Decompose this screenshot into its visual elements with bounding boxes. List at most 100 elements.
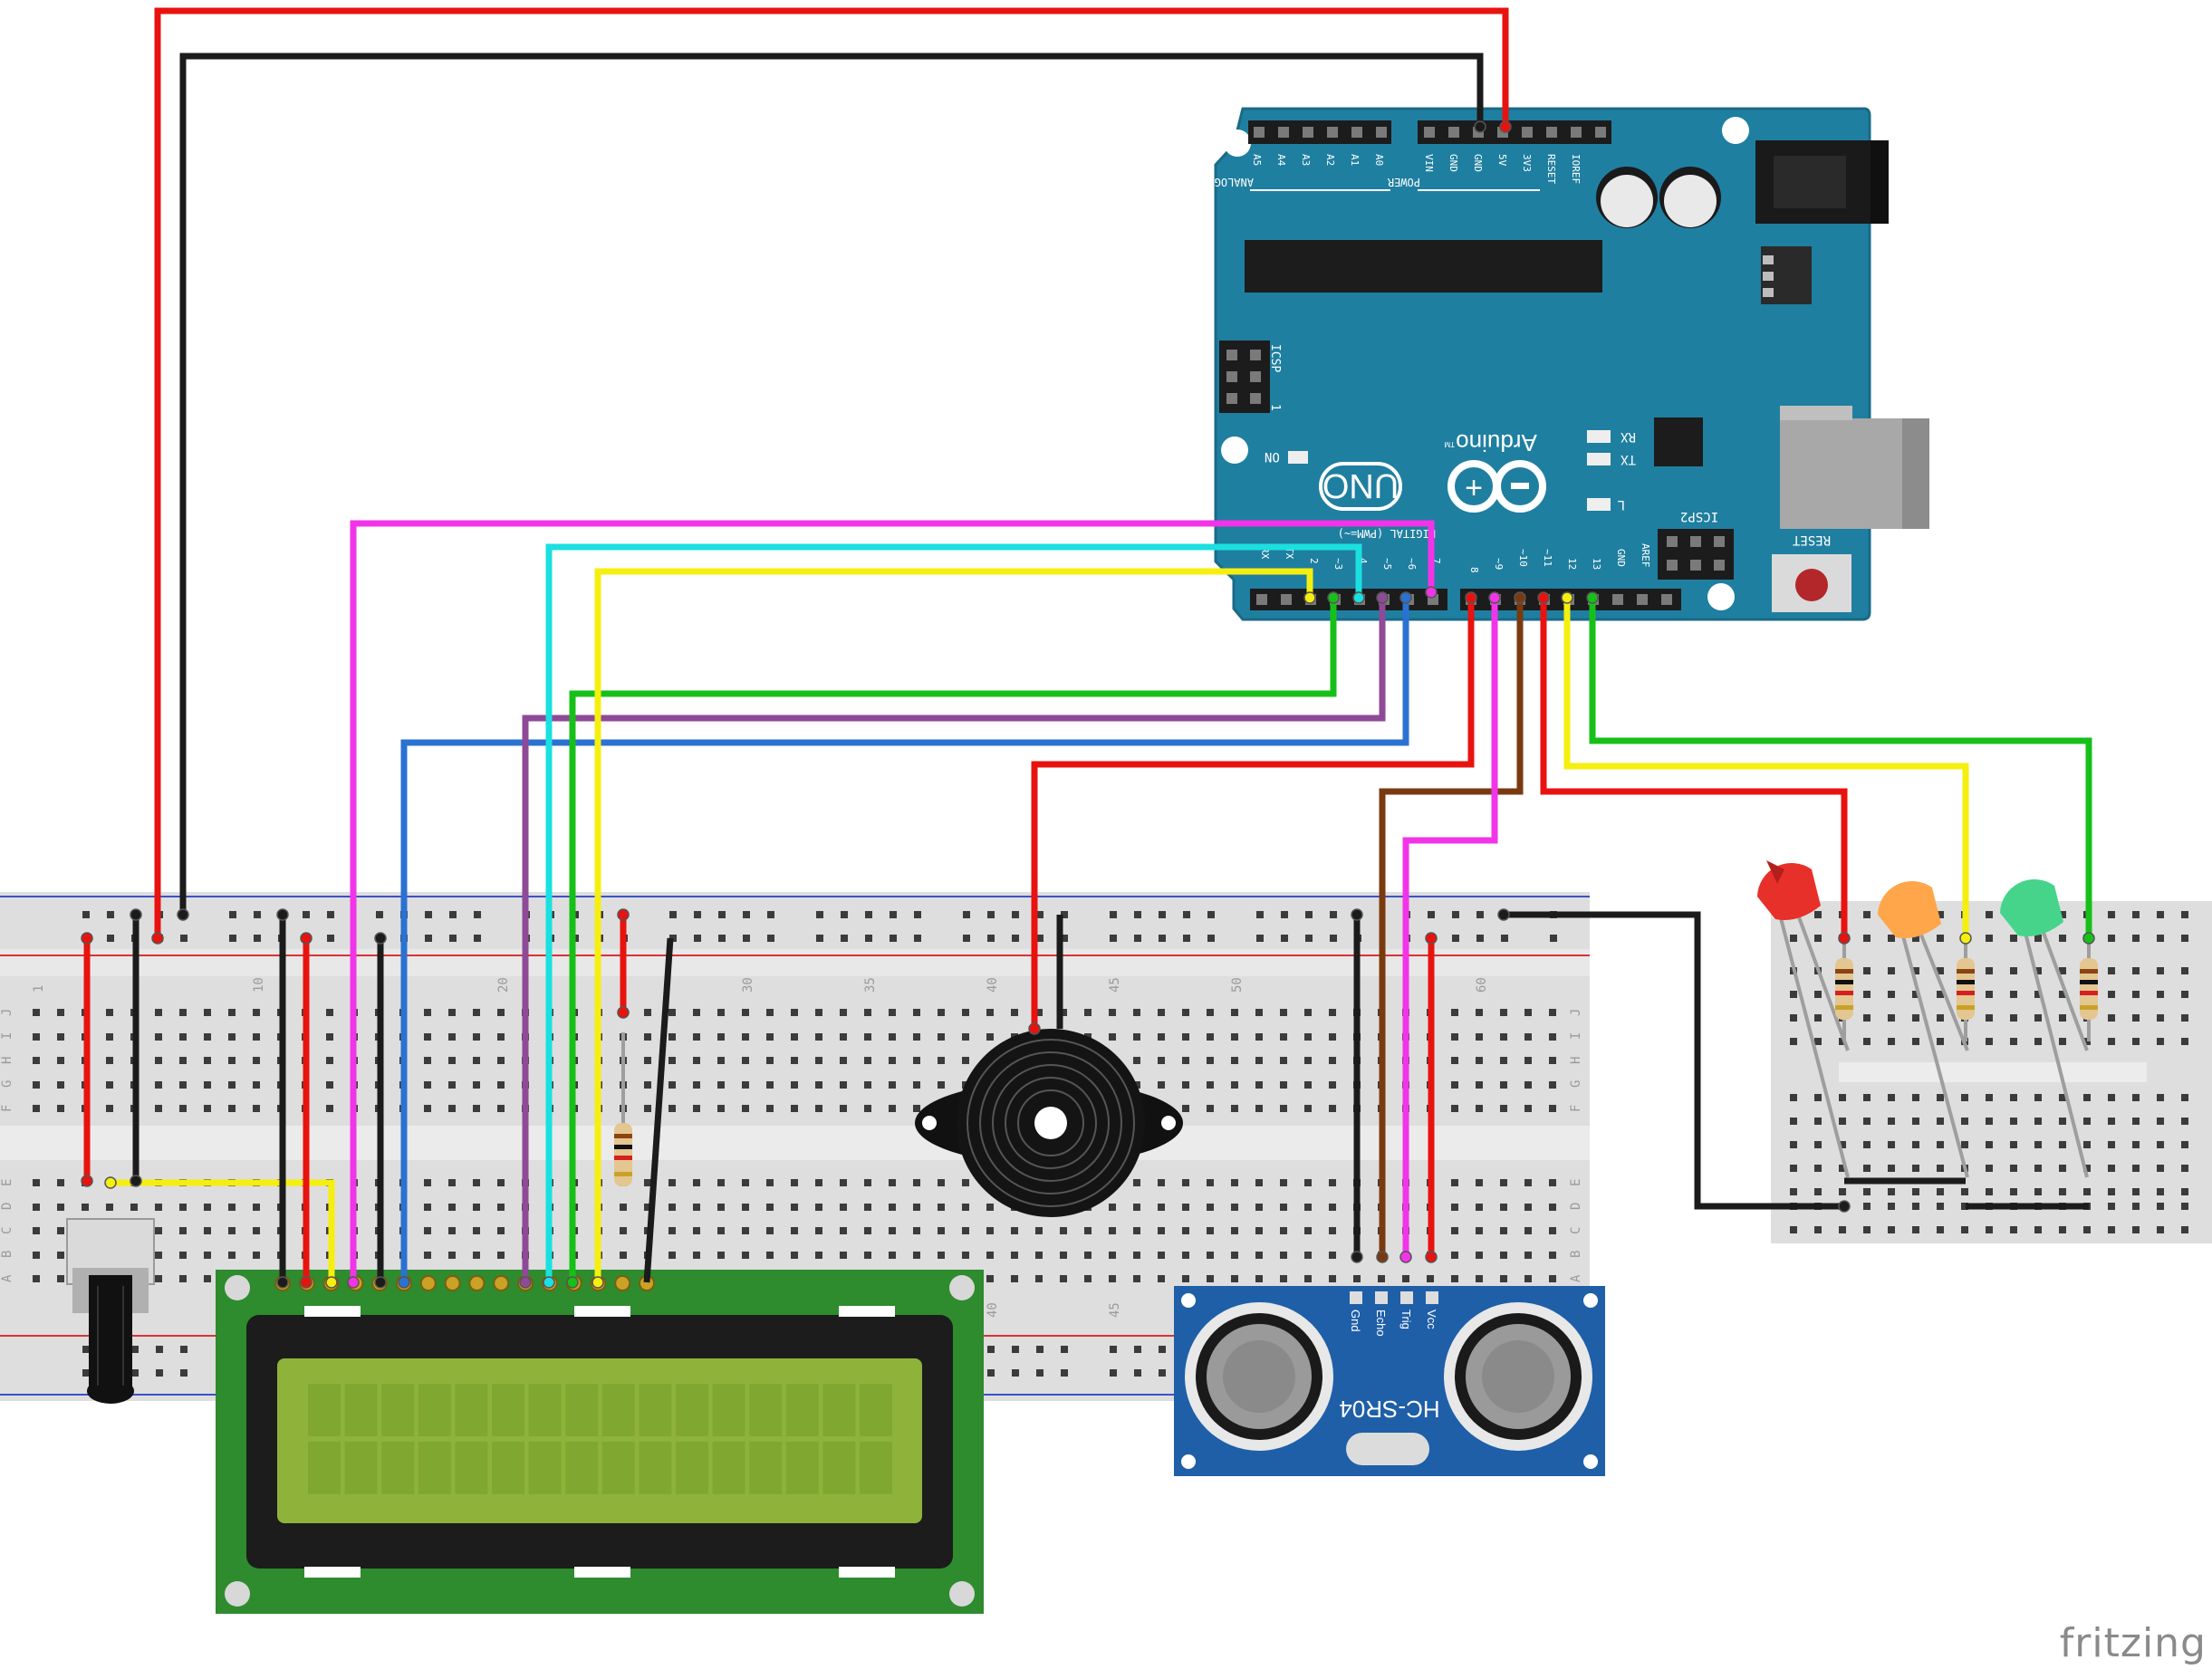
breadboard-hole (864, 1227, 871, 1234)
breadboard-hole (840, 1009, 847, 1016)
rail-hole (1888, 1203, 1895, 1210)
rail-hole (2059, 1226, 2066, 1233)
breadboard-hole (1035, 1009, 1043, 1016)
breadboard-hole (1500, 1252, 1507, 1259)
lcd-mounting-hole (225, 1581, 250, 1607)
row-label: A (1569, 1274, 1583, 1282)
breadboard-center-channel (0, 1126, 1590, 1160)
rail-hole (816, 911, 823, 918)
wire-end (1376, 1251, 1389, 1263)
lcd-cell (860, 1442, 892, 1494)
breadboard-hole (2108, 991, 2115, 998)
breadboard-hole (1500, 1057, 1507, 1064)
header-pin (1254, 127, 1265, 138)
breadboard-hole (2157, 1038, 2164, 1045)
breadboard-hole (253, 1227, 260, 1234)
column-number: 10 (252, 977, 266, 993)
logo-minus (1511, 483, 1529, 489)
rail-hole (180, 1346, 188, 1353)
breadboard-hole (204, 1105, 211, 1112)
breadboard-hole (57, 1057, 64, 1064)
breadboard-hole (473, 1009, 480, 1016)
power-header-labels: VIN GND GND 5V 3V3 RESET IOREF (1423, 154, 1582, 184)
breadboard-hole (2157, 991, 2164, 998)
rail-hole (1863, 935, 1871, 942)
rail-hole (2157, 935, 2164, 942)
breadboard-hole (204, 1227, 211, 1234)
breadboard-hole (644, 1009, 651, 1016)
breadboard-hole (644, 1179, 651, 1186)
breadboard-hole (668, 1057, 676, 1064)
breadboard-hole (155, 1204, 162, 1211)
rail-hole (743, 935, 750, 942)
breadboard-hole (1353, 1275, 1361, 1282)
wire-lcd-d6-green (569, 598, 1337, 1282)
breadboard-hole (497, 1204, 505, 1211)
resistor-band (1835, 991, 1853, 995)
rail-hole (2108, 911, 2115, 918)
rail-hole (2108, 935, 2115, 942)
breadboard-hole (1158, 1204, 1165, 1211)
breadboard-hole (938, 1227, 945, 1234)
jumper-wires (81, 7, 2095, 1289)
wire-end (617, 1006, 630, 1019)
wire-led-orange-yellow (1563, 598, 1969, 938)
lcd-cell (455, 1384, 488, 1436)
breadboard-hole (1912, 1094, 1919, 1101)
rail-hole (1207, 935, 1215, 942)
breadboard-hole (424, 1179, 431, 1186)
breadboard-hole (57, 1227, 64, 1234)
wire-end (1474, 120, 1486, 133)
wire-end (1497, 908, 1510, 921)
breadboard-hole (1814, 1014, 1822, 1022)
breadboard-hole (2108, 967, 2115, 974)
breadboard-hole (155, 1057, 162, 1064)
analog-in-label: ANALOG IN (1195, 176, 1254, 188)
rail-hole (156, 1369, 163, 1377)
breadboard-hole (1814, 1188, 1822, 1195)
pin-label-d9: ~9 (1493, 558, 1505, 570)
lcd-cell (749, 1442, 783, 1494)
breadboard-hole (1060, 1009, 1067, 1016)
breadboard-hole (1329, 1227, 1336, 1234)
breadboard-hole (2132, 1094, 2140, 1101)
breadboard-hole (1207, 1204, 1214, 1211)
breadboard-hole (2181, 1038, 2188, 1045)
breadboard-hole (1814, 1038, 1822, 1045)
breadboard-hole (1060, 1252, 1067, 1259)
rail-hole (1036, 1346, 1043, 1353)
wire-end (1499, 120, 1512, 133)
rail-hole (425, 935, 432, 942)
breadboard-hole (1011, 1252, 1018, 1259)
breadboard-hole (2059, 1038, 2066, 1045)
resistor-band (2080, 980, 2098, 984)
reset-button[interactable] (1795, 569, 1828, 601)
breadboard-hole (1888, 1038, 1895, 1045)
crystal-oscillator (1346, 1433, 1429, 1465)
row-label: B (0, 1251, 14, 1258)
sensor-label-gnd: Gnd (1349, 1310, 1362, 1332)
wire-end (1465, 591, 1477, 604)
breadboard-hole (1986, 1141, 1993, 1148)
breadboard-hole (938, 1033, 945, 1041)
lcd-cell (822, 1442, 856, 1494)
breadboard-hole (1500, 1275, 1507, 1282)
header-pin (1637, 594, 1648, 605)
lcd-cell (639, 1384, 672, 1436)
breadboard-hole (1451, 1275, 1458, 1282)
breadboard-hole (57, 1179, 64, 1186)
lcd-cell (308, 1442, 341, 1494)
breadboard-hole (326, 1105, 333, 1112)
breadboard-hole (253, 1252, 260, 1259)
breadboard-hole (1280, 1009, 1287, 1016)
led-red (1757, 860, 1850, 1178)
row-label: E (1569, 1179, 1583, 1186)
breadboard-hole (1549, 1179, 1556, 1186)
wire-end (1959, 932, 1972, 945)
buzzer-center-hole (1034, 1107, 1067, 1139)
breadboard-hole (33, 1009, 40, 1016)
wire-sensor-echo-brown (1379, 598, 1524, 1257)
rail-hole (694, 911, 701, 918)
pin-label-5v: 5V (1496, 154, 1508, 167)
breadboard-hole (668, 1252, 676, 1259)
